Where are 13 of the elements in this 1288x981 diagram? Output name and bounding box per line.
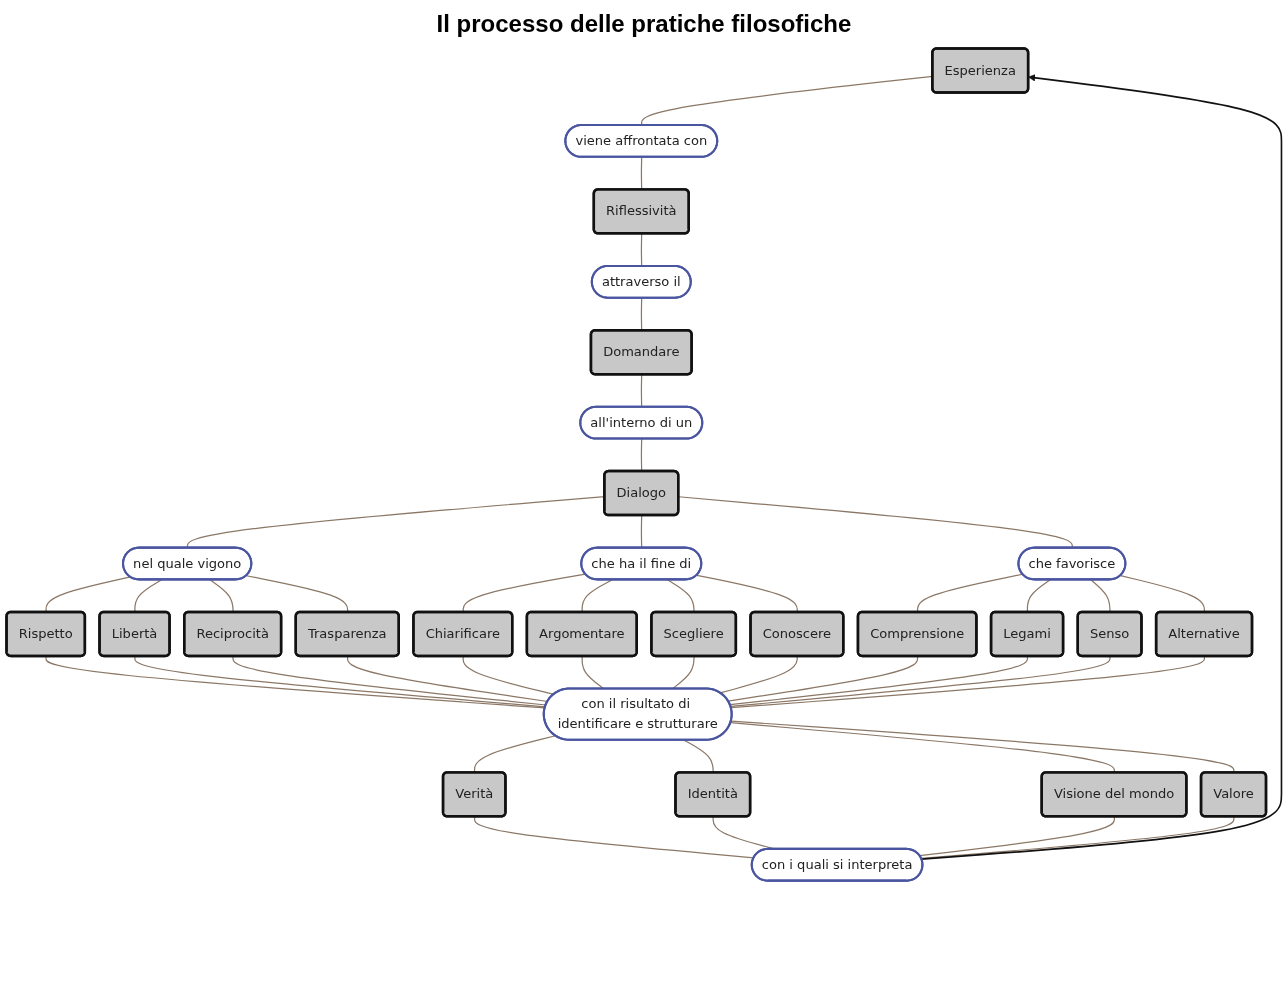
connector	[727, 655, 919, 702]
connector	[920, 816, 1235, 859]
connector	[730, 655, 1206, 709]
connector	[719, 655, 798, 694]
connector	[730, 655, 1111, 707]
connector	[462, 655, 555, 695]
connector	[45, 655, 546, 709]
connector	[919, 816, 1116, 857]
connector	[134, 655, 546, 708]
connector	[232, 655, 547, 706]
arrow	[920, 74, 1283, 860]
connector	[729, 655, 1029, 706]
diagram-title: Il processo delle pratiche filosofiche	[435, 10, 853, 38]
